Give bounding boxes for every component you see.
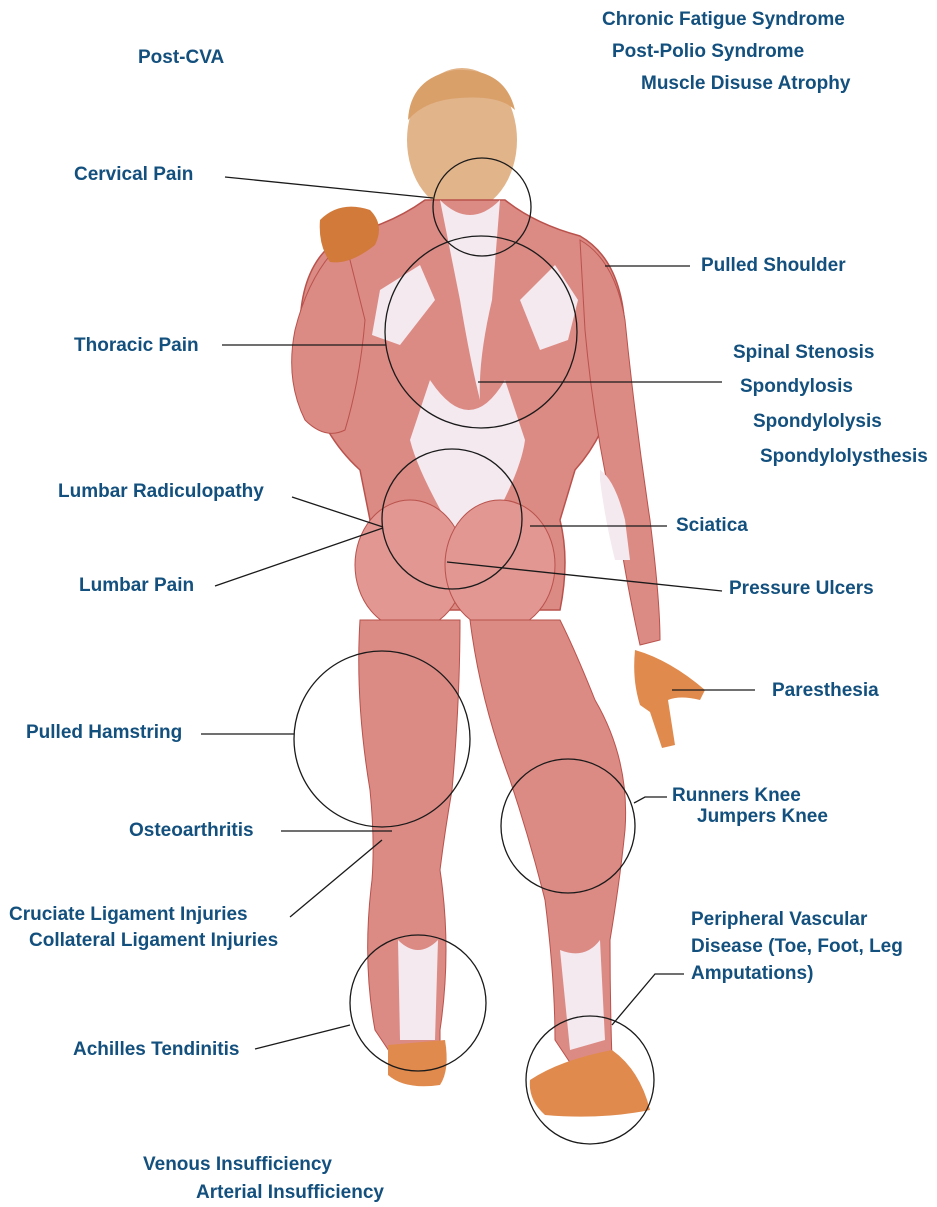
knee-leader [634, 797, 667, 803]
label-pulled-shoulder: Pulled Shoulder [701, 255, 846, 277]
label-peripheral-vascular: Peripheral Vascular Disease (Toe, Foot, … [691, 906, 911, 987]
label-post-polio: Post-Polio Syndrome [612, 41, 804, 63]
label-lumbar-pain: Lumbar Pain [79, 575, 194, 597]
label-cruciate: Cruciate Ligament Injuries [9, 904, 248, 926]
label-paresthesia: Paresthesia [772, 680, 879, 702]
cervical-leader [225, 177, 433, 198]
label-chronic-fatigue: Chronic Fatigue Syndrome [602, 9, 845, 31]
label-cervical-pain: Cervical Pain [74, 164, 193, 186]
right-hand [634, 650, 705, 748]
label-collateral: Collateral Ligament Injuries [29, 930, 278, 952]
label-achilles: Achilles Tendinitis [73, 1039, 239, 1061]
ligament-leader [290, 840, 382, 917]
label-spondylosis: Spondylosis [740, 376, 853, 398]
label-spondylolysis: Spondylolysis [753, 411, 882, 433]
label-muscle-disuse: Muscle Disuse Atrophy [641, 73, 850, 95]
label-osteoarthritis: Osteoarthritis [129, 820, 254, 842]
left-foot [388, 1040, 447, 1086]
label-runners-knee: Runners Knee [672, 785, 801, 807]
label-venous: Venous Insufficiency [143, 1154, 332, 1176]
label-thoracic-pain: Thoracic Pain [74, 335, 199, 357]
label-spinal-stenosis: Spinal Stenosis [733, 342, 874, 364]
label-spondylolysthesis: Spondylolysthesis [760, 446, 928, 468]
label-pulled-hamstring: Pulled Hamstring [26, 722, 182, 744]
label-jumpers-knee: Jumpers Knee [697, 806, 828, 828]
label-post-cva: Post-CVA [138, 47, 224, 69]
achilles-leader [255, 1025, 350, 1049]
label-pressure-ulcers: Pressure Ulcers [729, 578, 874, 600]
left-achilles [398, 940, 438, 1040]
label-sciatica: Sciatica [676, 515, 748, 537]
label-lumbar-radiculopathy: Lumbar Radiculopathy [58, 481, 264, 503]
label-arterial: Arterial Insufficiency [196, 1182, 384, 1204]
head [407, 68, 517, 212]
vascular-leader [612, 974, 684, 1025]
right-foot [530, 1050, 650, 1117]
